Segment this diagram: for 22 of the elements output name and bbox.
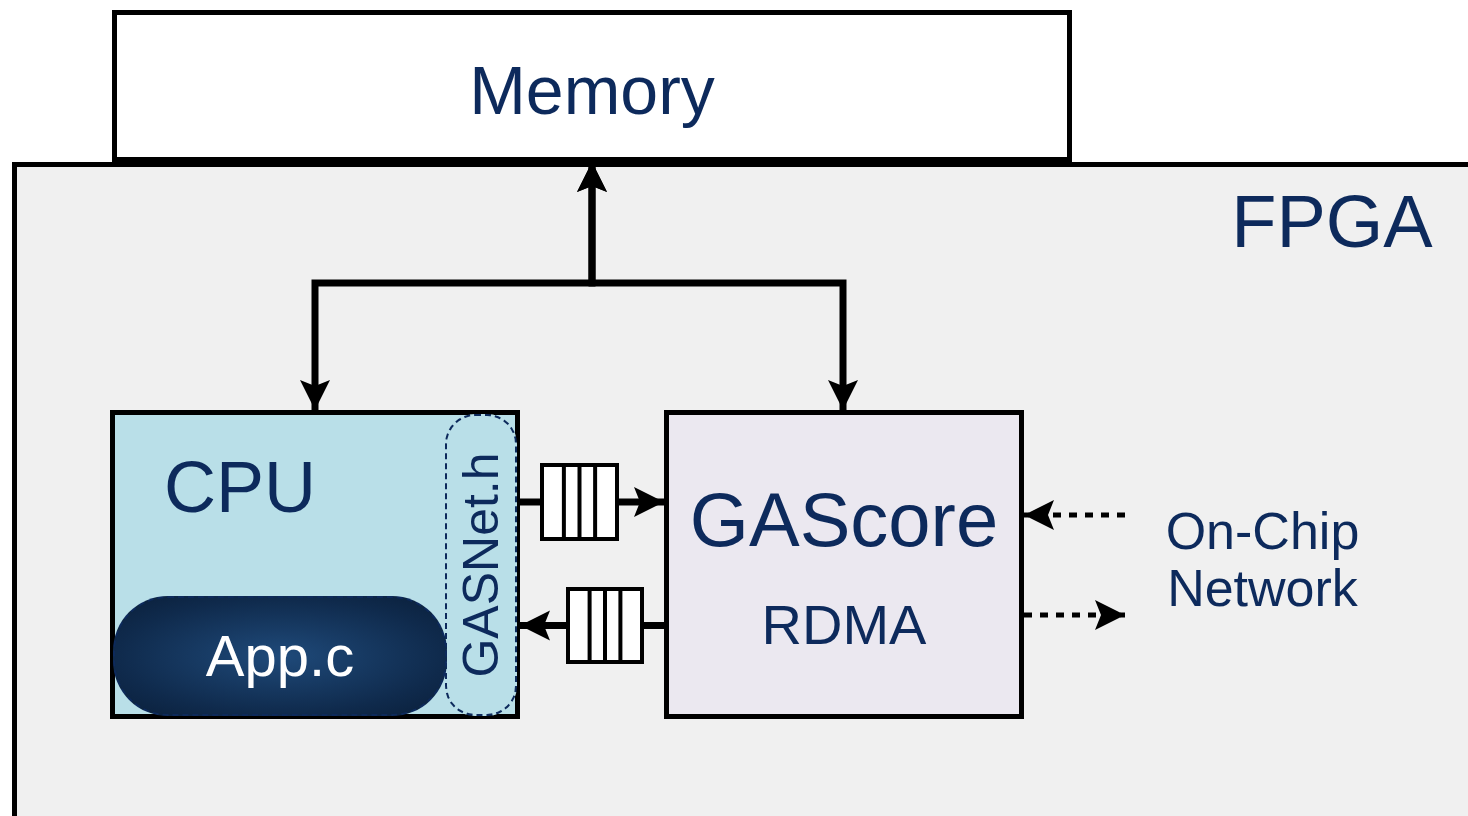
memory-box (112, 10, 1072, 162)
queue-symbol (540, 463, 619, 541)
node-label: App.c (204, 622, 356, 691)
node-label: CPU (163, 446, 317, 530)
queue-symbol (566, 587, 644, 664)
connector-line (644, 622, 664, 629)
node-label: Memory (468, 50, 716, 130)
node-label: GASNet.h (451, 451, 510, 680)
gascore-box (664, 410, 1024, 719)
fpga-panel (12, 162, 1468, 816)
block-title: GAScore (688, 476, 1000, 565)
node-label: FPGA (1230, 179, 1434, 266)
connector-line (520, 498, 540, 506)
node-label: On-Chip Network (1164, 500, 1361, 619)
arrow (520, 610, 566, 641)
cpu-box (110, 410, 520, 719)
block-subtitle: RDMA (760, 592, 928, 659)
library-box (445, 414, 517, 716)
app-pill (113, 596, 447, 716)
arrow (619, 487, 664, 517)
dashed-arrow (1024, 600, 1125, 630)
dashed-arrow (1024, 500, 1125, 530)
